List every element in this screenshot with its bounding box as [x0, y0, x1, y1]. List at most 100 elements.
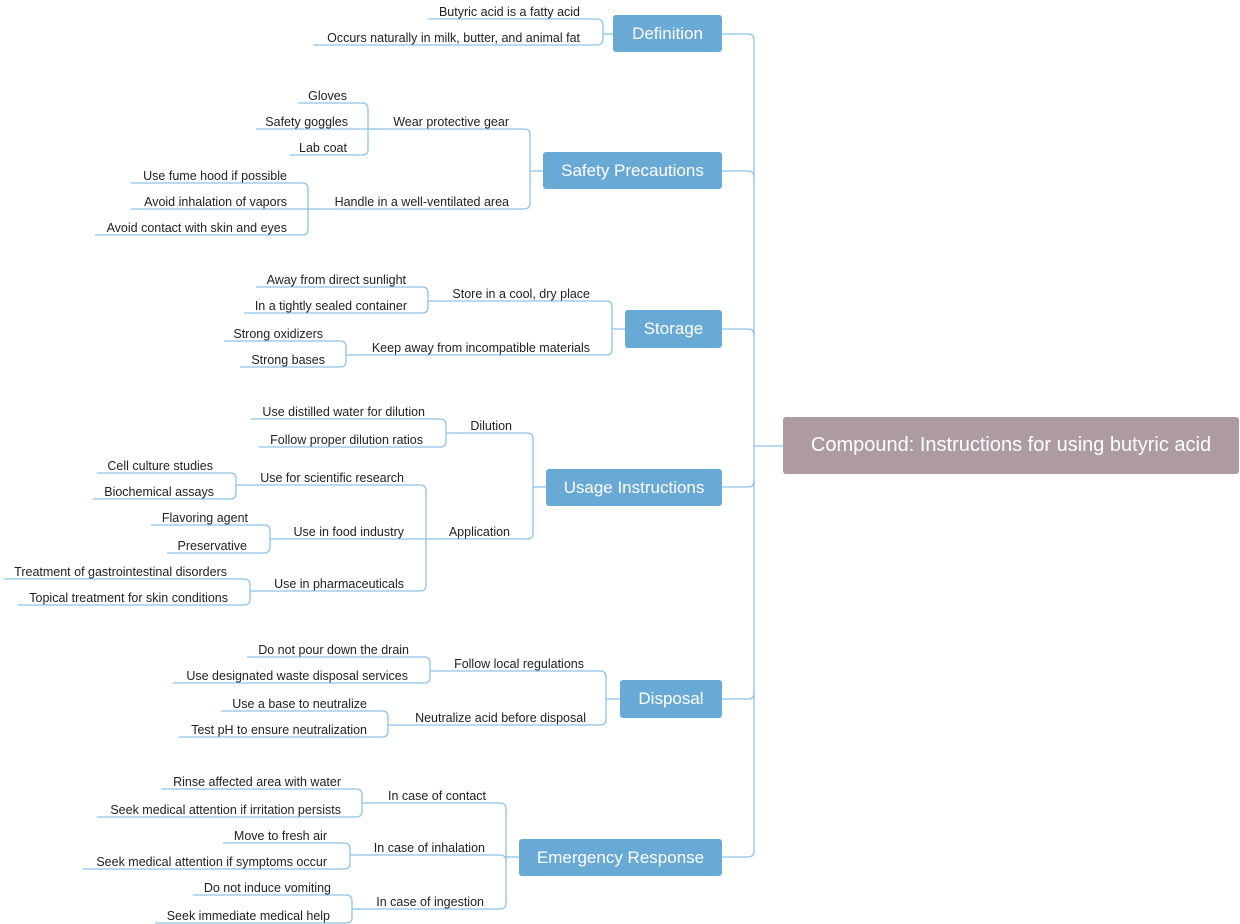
node-strong-oxidizers: Strong oxidizers [233, 327, 323, 341]
connector-line [131, 182, 309, 190]
connector-line [440, 532, 534, 540]
branch-storage[interactable]: Storage [625, 310, 722, 348]
connector-line [460, 432, 534, 440]
node-safety-goggles: Safety goggles [265, 115, 348, 129]
node-pharmaceuticals: Use in pharmaceuticals [274, 577, 404, 591]
connector-line [323, 202, 531, 210]
node-use-base: Use a base to neutralize [232, 697, 367, 711]
connector-line [428, 18, 604, 26]
connector-line [377, 802, 507, 810]
connector-line [179, 730, 389, 738]
node-away-sunlight: Away from direct sunlight [266, 273, 406, 287]
connector-line [244, 306, 429, 314]
node-test-ph: Test pH to ensure neutralization [191, 723, 367, 737]
connector-line [381, 128, 531, 136]
connector-line [173, 676, 431, 684]
connector-line [722, 328, 755, 336]
connector-line [722, 33, 755, 41]
branch-safety-precautions[interactable]: Safety Precautions [543, 152, 722, 189]
connector-line [251, 418, 447, 426]
connector-line [97, 472, 237, 480]
connector-line [155, 916, 353, 924]
node-well-ventilated: Handle in a well-ventilated area [334, 195, 509, 209]
node-occurs-naturally: Occurs naturally in milk, butter, and an… [327, 31, 580, 45]
connector-line [167, 546, 271, 554]
node-scientific-research: Use for scientific research [260, 471, 404, 485]
connector-line [440, 300, 613, 308]
connector-line [18, 598, 251, 606]
node-waste-services: Use designated waste disposal services [186, 669, 408, 683]
node-preservative: Preservative [177, 539, 247, 553]
connector-line [256, 286, 429, 294]
node-not-pour-drain: Do not pour down the drain [258, 643, 409, 657]
connector-line [443, 670, 607, 678]
node-local-regulations: Follow local regulations [454, 657, 584, 671]
connector-line [722, 850, 755, 858]
node-topical-treatment: Topical treatment for skin conditions [29, 591, 228, 605]
root-node[interactable]: Compound: Instructions for using butyric… [783, 417, 1239, 474]
connector-line [161, 788, 363, 796]
node-immediate-help: Seek immediate medical help [166, 909, 330, 923]
connector-line [221, 710, 389, 718]
node-flavoring-agent: Flavoring agent [161, 511, 248, 525]
connector-line [313, 38, 604, 46]
connector-line [360, 348, 613, 356]
node-sealed-container: In a tightly sealed container [254, 299, 407, 313]
node-symptoms-occur: Seek medical attention if symptoms occur [96, 855, 327, 869]
node-wear-protective-gear: Wear protective gear [393, 115, 509, 129]
connector-line [363, 854, 507, 862]
node-avoid-inhalation: Avoid inhalation of vapors [144, 195, 287, 209]
node-incompatible-materials: Keep away from incompatible materials [371, 341, 590, 355]
connector-line [298, 102, 369, 110]
node-irritation-persists: Seek medical attention if irritation per… [110, 803, 341, 817]
node-distilled-water: Use distilled water for dilution [262, 405, 425, 419]
branch-disposal[interactable]: Disposal [620, 680, 722, 718]
node-biochemical-assays: Biochemical assays [104, 485, 214, 499]
node-gastrointestinal: Treatment of gastrointestinal disorders [14, 565, 227, 579]
connector-line [4, 578, 251, 586]
node-case-ingestion: In case of ingestion [376, 895, 484, 909]
node-application: Application [448, 525, 510, 539]
node-dilution: Dilution [470, 419, 512, 433]
connector-line [249, 484, 427, 492]
node-fatty-acid: Butyric acid is a fatty acid [438, 5, 580, 19]
connector-line [247, 656, 431, 664]
connector-line [722, 170, 755, 178]
connector-line [722, 480, 755, 488]
node-cell-culture: Cell culture studies [107, 459, 213, 473]
connector-line [366, 902, 507, 910]
node-gloves: Gloves [308, 89, 347, 103]
connector-line [224, 340, 347, 348]
branch-usage-instructions[interactable]: Usage Instructions [546, 469, 722, 506]
node-avoid-contact: Avoid contact with skin and eyes [106, 221, 287, 235]
node-food-industry: Use in food industry [293, 525, 404, 539]
node-cool-dry-place: Store in a cool, dry place [452, 287, 590, 301]
connector-line [95, 228, 309, 236]
connector-line [290, 148, 369, 156]
branch-emergency-response[interactable]: Emergency Response [519, 839, 722, 876]
connector-line [93, 492, 237, 500]
node-lab-coat: Lab coat [299, 141, 347, 155]
branch-definition[interactable]: Definition [613, 15, 722, 52]
connector-line [240, 360, 347, 368]
node-case-inhalation: In case of inhalation [373, 841, 485, 855]
node-neutralize-acid: Neutralize acid before disposal [415, 711, 586, 725]
connector-line [83, 862, 351, 870]
connector-line [259, 440, 447, 448]
connector-line [97, 810, 363, 818]
connector-line [151, 524, 271, 532]
node-dilution-ratios: Follow proper dilution ratios [270, 433, 423, 447]
node-fume-hood: Use fume hood if possible [143, 169, 287, 183]
node-rinse-area: Rinse affected area with water [173, 775, 341, 789]
connector-line [262, 584, 427, 592]
node-case-contact: In case of contact [388, 789, 486, 803]
node-fresh-air: Move to fresh air [233, 829, 327, 843]
node-strong-bases: Strong bases [251, 353, 325, 367]
connector-line [403, 718, 607, 726]
connector-line [223, 842, 351, 850]
connector-line [722, 692, 755, 700]
connector-line [193, 894, 353, 902]
node-no-vomiting: Do not induce vomiting [203, 881, 331, 895]
